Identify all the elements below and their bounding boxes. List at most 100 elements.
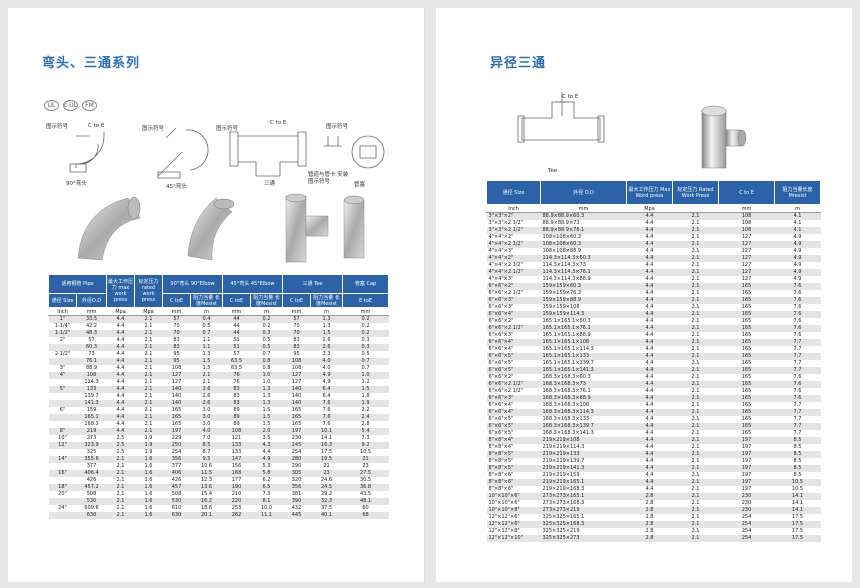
table-cell: 4.4 bbox=[645, 458, 654, 464]
table-cell: 280 bbox=[282, 456, 311, 463]
table-cell: 508 bbox=[171, 491, 182, 497]
table-cell: 4.9 bbox=[793, 234, 802, 240]
table-cell: 2.1 bbox=[672, 465, 719, 472]
table-cell: 1.0 bbox=[250, 372, 283, 379]
table-cell: 445 bbox=[282, 512, 311, 519]
table-cell: 165 bbox=[718, 381, 775, 388]
unit-cell: mm bbox=[75, 307, 108, 316]
table-cell: 0.3 bbox=[361, 337, 370, 343]
table-cell: 37.5 bbox=[320, 505, 333, 511]
table-cell: 89 bbox=[233, 407, 240, 413]
table-cell: 8"×8"×5" bbox=[486, 465, 541, 472]
table-cell: 4.4 bbox=[626, 339, 673, 346]
table-cell: 8"×8"×6" bbox=[486, 479, 541, 486]
table-cell: 273×273×219 bbox=[540, 507, 627, 514]
table-cell: 2.8 bbox=[626, 521, 673, 528]
table-cell: 4.9 bbox=[774, 241, 821, 248]
table-cell: 127 bbox=[282, 372, 311, 379]
table-cell: 4.4 bbox=[262, 449, 271, 455]
table-cell: 108 bbox=[718, 212, 775, 220]
table-cell: 2.1 bbox=[134, 372, 163, 379]
cap-ete-subheader: E toE bbox=[342, 293, 390, 308]
table-cell bbox=[49, 477, 77, 484]
table-cell: 254 bbox=[171, 449, 182, 455]
table-cell: 165 bbox=[171, 407, 182, 413]
table-cell: 17.5 bbox=[774, 521, 821, 528]
table-cell: 2.1 bbox=[691, 262, 700, 268]
cap-symbol-caption: 图示符号 bbox=[326, 124, 349, 130]
table-cell: 229 bbox=[171, 435, 182, 441]
table-cell: 8.5 bbox=[793, 472, 802, 478]
table-cell: 2.4 bbox=[342, 414, 389, 421]
table-cell: 4.4 bbox=[626, 437, 673, 444]
table-cell: 10.5 bbox=[791, 486, 804, 492]
table-cell: 4.4 bbox=[626, 283, 673, 290]
table-cell: 2.1 bbox=[672, 479, 719, 486]
table-cell: 4.4 bbox=[645, 360, 654, 366]
table-cell: 2.6 bbox=[310, 344, 343, 351]
table-cell: 230 bbox=[291, 435, 302, 441]
table-cell: 168.3 bbox=[84, 421, 99, 427]
ul-logo: UL bbox=[44, 100, 59, 111]
table-cell: 4.4 bbox=[645, 318, 654, 324]
elbow45-cte-subheader: C toE bbox=[222, 293, 252, 308]
table-cell: 4.4 bbox=[626, 423, 673, 430]
table-cell: 2.6 bbox=[190, 400, 223, 407]
table-cell: 168.3×168.3×73 bbox=[540, 381, 627, 388]
table-cell: 325×325×219 bbox=[542, 528, 580, 534]
table-cell: 108 bbox=[291, 365, 302, 371]
table-cell: 127 bbox=[741, 248, 752, 254]
table-cell: 6"×6"×5" bbox=[486, 423, 541, 430]
table-cell: 4.0 bbox=[190, 428, 223, 435]
table-cell: 10"×10"×6" bbox=[488, 500, 520, 506]
table-cell: 10.6 bbox=[200, 463, 213, 469]
table-cell: 17.5 bbox=[791, 528, 804, 534]
unit-cell: m bbox=[310, 307, 344, 316]
unit-cell: mm bbox=[162, 307, 192, 316]
table-cell: 2.1 bbox=[672, 521, 719, 528]
table-cell: 4"×4"×2" bbox=[488, 234, 514, 240]
table-cell: 2.1 bbox=[691, 388, 700, 394]
table-cell: 8.5 bbox=[190, 442, 223, 449]
table-cell: 89 bbox=[233, 421, 240, 427]
table-cell: 2.1 bbox=[691, 304, 700, 310]
table-cell: 2.2 bbox=[361, 407, 370, 413]
table-cell bbox=[48, 498, 77, 505]
table-cell: 2.6 bbox=[202, 393, 211, 399]
table-cell: 197 bbox=[741, 472, 752, 478]
table-cell: 320 bbox=[291, 477, 302, 483]
table-cell: 8"×8"×4" bbox=[488, 444, 514, 450]
table-cell: 1.3 bbox=[250, 400, 283, 407]
table-cell: 159×159×114.3 bbox=[540, 311, 627, 318]
table-cell: 165 bbox=[718, 367, 775, 374]
table-cell: 3.3 bbox=[322, 351, 331, 357]
table-cell: 3.0 bbox=[202, 421, 211, 427]
table-cell: 17.5 bbox=[791, 514, 804, 520]
table-cell: 4.4 bbox=[645, 332, 654, 338]
reducing-tee-photo bbox=[701, 105, 747, 169]
table-cell: 2.1 bbox=[672, 507, 719, 514]
table-cell: 7.6 bbox=[310, 414, 343, 421]
table-cell: 108 bbox=[282, 358, 311, 365]
rated-press-header: 标定压力 rated work press bbox=[134, 274, 164, 308]
table-cell: 6"×6"×5" bbox=[488, 360, 514, 366]
table-cell: 44 bbox=[233, 323, 240, 329]
table-cell: 254 bbox=[291, 449, 302, 455]
table-cell: 5.3 bbox=[262, 463, 271, 469]
table-cell: 4.4 bbox=[626, 409, 673, 416]
table-cell: 23 bbox=[362, 463, 369, 469]
table-cell: 29.2 bbox=[320, 491, 333, 497]
table-cell: 12"×12"×8" bbox=[488, 528, 520, 534]
table-cell: 4.4 bbox=[626, 311, 673, 318]
table-cell: 2.1 bbox=[672, 493, 719, 500]
